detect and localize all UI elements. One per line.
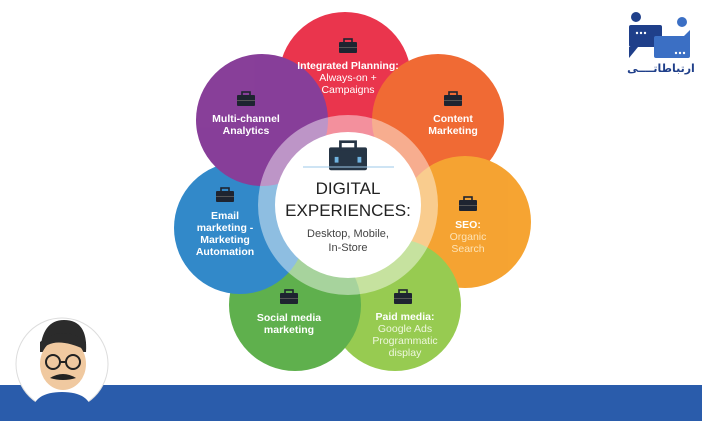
footer-band (0, 385, 702, 421)
petal-title: Social media (257, 312, 321, 324)
cartoon-avatar (15, 317, 109, 412)
petal-title: Paid media: (376, 311, 435, 323)
petal-title: Automation (196, 246, 254, 258)
petal-sub: Campaigns (321, 84, 374, 96)
petal-title: SEO: (455, 219, 481, 231)
petal-title: Marketing (200, 234, 250, 246)
center-briefcase-icon (329, 140, 367, 171)
petal-title: Content (433, 113, 473, 125)
petal-sub: Programmatic (372, 335, 437, 347)
chat-bubbles-logo-icon (629, 12, 690, 58)
petal-title: marketing - (197, 222, 254, 234)
petal-sub: Always-on + (319, 72, 376, 84)
petal-title: Integrated Planning: (297, 60, 399, 72)
petal-email-marketing (174, 162, 306, 294)
petal-sub: Organic (450, 231, 487, 243)
petal-title: Multi-channel (212, 113, 280, 125)
petal-title: Marketing (428, 125, 478, 137)
center-sub-1: Desktop, Mobile, (307, 228, 389, 240)
center-title-2: EXPERIENCES: (285, 201, 411, 220)
center-sub-2: In-Store (328, 242, 367, 254)
center-title-1: DIGITAL (316, 179, 381, 198)
center-circle (275, 132, 421, 278)
petal-title: Email (211, 210, 239, 222)
logo-text: ارتباطاتــــی (627, 62, 695, 75)
petal-title: marketing (264, 324, 314, 336)
petal-title: Analytics (223, 125, 270, 137)
petal-content-marketing (372, 54, 504, 186)
petal-sub: display (389, 347, 422, 359)
petal-multichannel-analytics (196, 54, 328, 186)
petal-sub: Search (451, 243, 484, 255)
petal-sub: Google Ads (378, 323, 432, 335)
